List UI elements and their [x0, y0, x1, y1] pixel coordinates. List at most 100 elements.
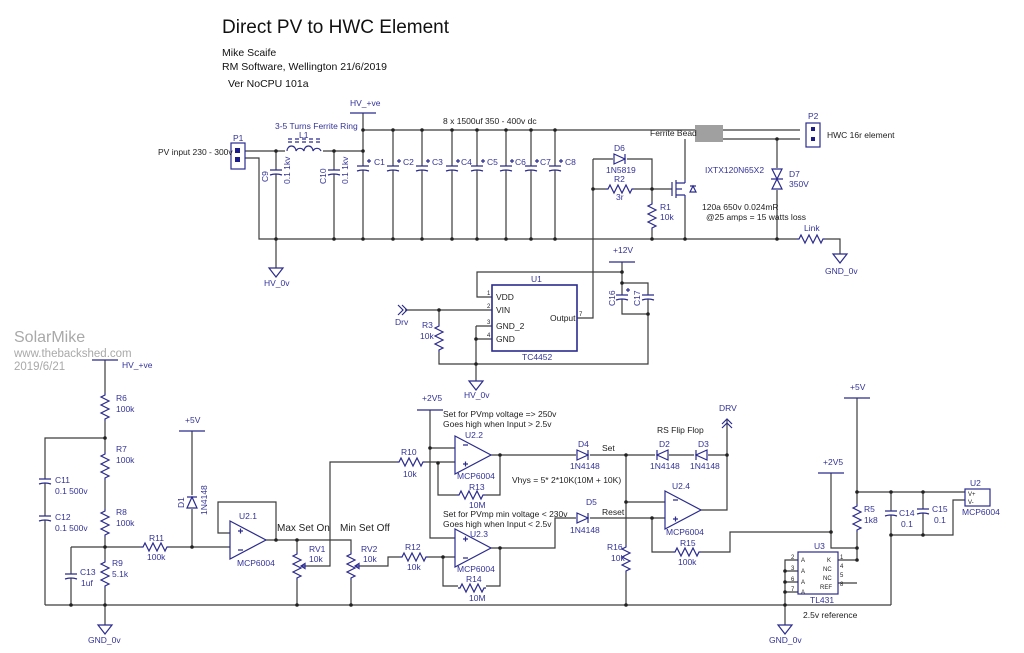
p2-connector[interactable]: [805, 122, 821, 148]
r9-label: R9: [112, 558, 123, 568]
c15-value: 0.1: [934, 515, 946, 525]
mosfet-symbol: [671, 180, 697, 198]
watermark-name: SolarMike: [14, 329, 85, 346]
u1-pin-gnd2: GND_2: [496, 321, 525, 331]
u2-2-note-1: Set for PVmp voltage => 250v: [443, 409, 557, 419]
c3-label: C3: [432, 157, 443, 167]
d2-label: D2: [659, 439, 670, 449]
drv-input-label: Drv: [395, 317, 409, 327]
r12-value: 10k: [407, 562, 421, 572]
c13-value: 1uf: [81, 578, 93, 588]
u3-pin-num: 7: [791, 587, 795, 593]
c14-value: 0.1: [901, 519, 913, 529]
r13-label: R13: [469, 482, 485, 492]
u2-3-note-2: Goes high when Input < 2.5v: [443, 519, 552, 529]
r2-label: R2: [614, 174, 625, 184]
drv-input-port-icon: [397, 304, 408, 316]
r7-value: 100k: [116, 455, 135, 465]
v5-label: +5V: [185, 415, 201, 425]
r5-label: R5: [864, 504, 875, 514]
u1-part: TC4452: [522, 352, 553, 362]
company-date: RM Software, Wellington 21/6/2019: [222, 61, 387, 73]
d1-label: D1: [176, 497, 186, 508]
u2-vplus: V+: [968, 492, 976, 498]
r6-label: R6: [116, 393, 127, 403]
vhys-note: Vhys = 5* 2*10K(10M + 10K): [512, 475, 621, 485]
u3-part: TL431: [810, 595, 834, 605]
u1-pin-vin: VIN: [496, 305, 510, 315]
inductor-l1: [285, 138, 323, 153]
p1-label: P1: [233, 133, 244, 143]
c16-label: C16: [607, 290, 617, 306]
resistor-r7: [99, 451, 111, 481]
r15-label: R15: [680, 538, 696, 548]
u1-label: U1: [531, 274, 542, 284]
author: Mike Scaife: [222, 47, 276, 59]
u1-pin-2-num: 2: [487, 304, 491, 310]
resistor-r8: [99, 508, 111, 538]
d5-value: 1N4148: [570, 525, 600, 535]
c15-label: C15: [932, 504, 948, 514]
u3-pin-num: 1: [840, 555, 844, 561]
hv-positive-label-2: HV_+ve: [122, 360, 153, 370]
c9-label: C9: [260, 171, 270, 182]
c13-label: C13: [80, 567, 96, 577]
u2-vminus: V-: [968, 500, 974, 506]
v2v5-label: +2V5: [422, 393, 442, 403]
c2-label: C2: [403, 157, 414, 167]
rv2-value: 10k: [363, 554, 377, 564]
version: Ver NoCPU 101a: [228, 78, 309, 90]
hv-positive-label: HV_+ve: [350, 98, 381, 108]
hwc-element-label: HWC 16r element: [827, 130, 895, 140]
c11-value: 0.1 500v: [55, 486, 88, 496]
diode-d6: [612, 153, 628, 165]
v12-label: +12V: [613, 245, 633, 255]
diode-d2: [654, 449, 670, 461]
capacitor-c12: [37, 515, 53, 522]
potentiometer-rv1[interactable]: [291, 551, 306, 581]
diode-d1: [186, 494, 198, 510]
d4-label: D4: [578, 439, 589, 449]
d1-value: 1N4148: [199, 485, 209, 515]
capacitor-c9: [268, 169, 284, 176]
u1-pin-output: Output: [550, 313, 576, 323]
r16-value: 10k: [611, 553, 625, 563]
hv-ground-symbol: [268, 267, 284, 278]
potentiometer-rv2[interactable]: [345, 551, 360, 581]
c1-label: C1: [374, 157, 385, 167]
link-label: Link: [804, 223, 820, 233]
resistor-r5: [851, 503, 863, 533]
r10-value: 10k: [403, 469, 417, 479]
r10-label: R10: [401, 447, 417, 457]
d4-value: 1N4148: [570, 461, 600, 471]
page-title: Direct PV to HWC Element: [222, 17, 450, 38]
reference-ground-label: GND_0v: [769, 635, 802, 645]
u2-power-block: [964, 488, 991, 507]
resistor-r11: [140, 541, 170, 553]
v5-label-2: +5V: [850, 382, 866, 392]
u2-part: MCP6004: [962, 507, 1000, 517]
d7-label: D7: [789, 169, 800, 179]
p1-connector[interactable]: [230, 142, 246, 170]
pv-input-label: PV input 230 - 300v: [158, 147, 233, 157]
ground-label: GND_0v: [825, 266, 858, 276]
c14-label: C14: [899, 508, 915, 518]
l1-label: L1: [299, 130, 309, 140]
r8-value: 100k: [116, 518, 135, 528]
drv-output-port-icon: [721, 418, 733, 429]
link-resistor: [796, 233, 826, 245]
c6-label: C6: [515, 157, 526, 167]
u1-pin-gnd: GND: [496, 334, 515, 344]
ferrite-bead: [695, 125, 723, 142]
c4-label: C4: [461, 157, 472, 167]
u1-driver-ic: [491, 284, 578, 352]
driver-ground-label: HV_0v: [464, 390, 490, 400]
u2-2-part: MCP6004: [457, 471, 495, 481]
d7-value: 350V: [789, 179, 809, 189]
u3-pin-num: 6: [791, 577, 795, 583]
rs-flip-flop-label: RS Flip Flop: [657, 425, 704, 435]
diode-d4: [575, 449, 591, 461]
set-label: Set: [602, 443, 615, 453]
u2-1-part: MCP6004: [237, 558, 275, 568]
u2-4-part: MCP6004: [666, 527, 704, 537]
